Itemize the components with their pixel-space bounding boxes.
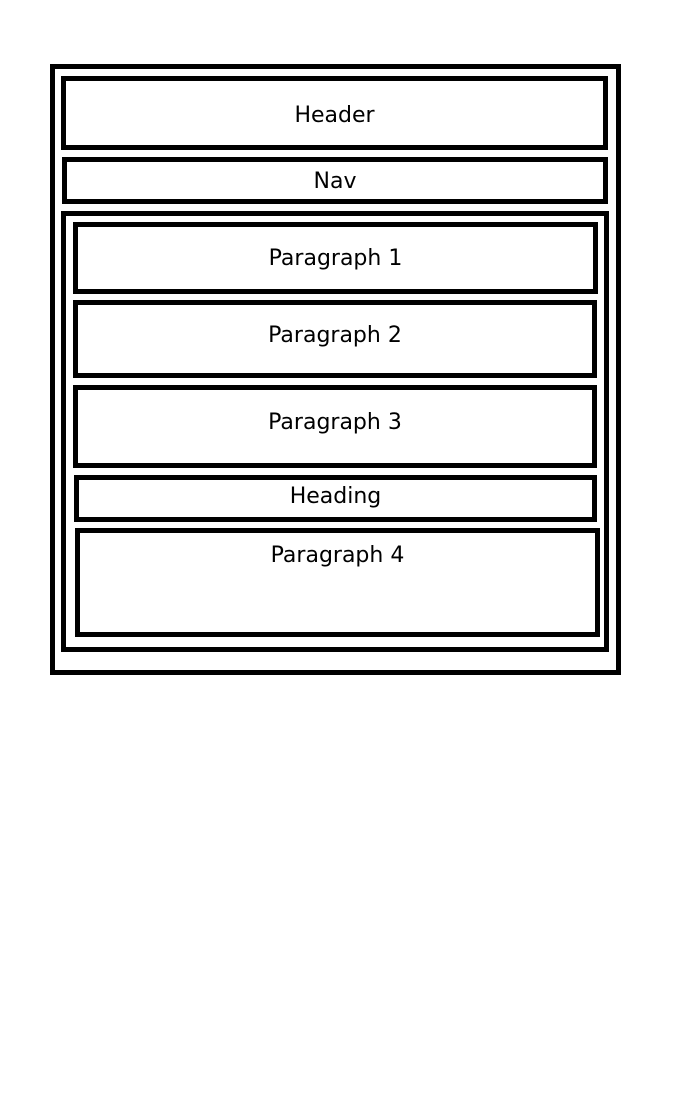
paragraph-3-box: Paragraph 3 bbox=[73, 385, 597, 468]
heading-label: Heading bbox=[289, 484, 382, 509]
nav-box: Nav bbox=[62, 157, 608, 204]
paragraph-4-label: Paragraph 4 bbox=[270, 543, 405, 568]
paragraph-2-label: Paragraph 2 bbox=[268, 323, 402, 348]
paragraph-4-box: Paragraph 4 bbox=[75, 528, 600, 637]
paragraph-1-label: Paragraph 1 bbox=[268, 246, 403, 271]
heading-box: Heading bbox=[74, 475, 597, 522]
header-label: Header bbox=[294, 103, 375, 128]
paragraph-3-label: Paragraph 3 bbox=[268, 410, 402, 435]
paragraph-2-box: Paragraph 2 bbox=[73, 300, 597, 378]
paragraph-1-box: Paragraph 1 bbox=[73, 222, 598, 294]
nav-label: Nav bbox=[313, 169, 357, 194]
header-box: Header bbox=[61, 76, 608, 150]
